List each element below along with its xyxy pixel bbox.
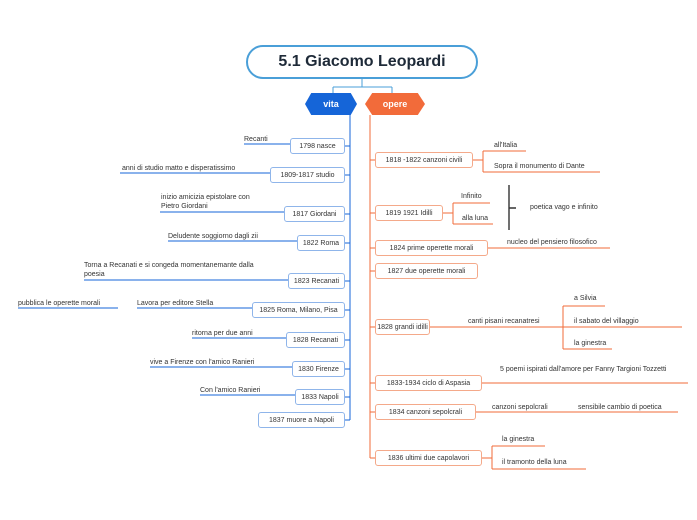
vita-note: vive a Firenze con l'amico Ranieri [150,359,255,366]
vita-note: anni di studio matto e disperatissimo [122,165,236,172]
vita-node[interactable]: 1817 Giordani [284,206,345,222]
vita-note: Con l'amico Ranieri [200,387,261,394]
vita-note: ritorna per due anni [192,330,253,337]
vita-note: Torna a Recanati e si congeda momentanem… [84,262,254,278]
opere-sub: alla luna [462,215,489,222]
vita-node[interactable]: 1825 Roma, Milano, Pisa [252,302,345,318]
branch-opere[interactable]: opere [365,93,425,115]
opere-sub: Sopra il monumento di Dante [494,163,585,170]
vita-node[interactable]: 1828 Recanati [286,332,345,348]
vita-note: Deludente soggiorno dagli zii [168,233,258,240]
vita-node[interactable]: 1809-1817 studio [270,167,345,183]
opere-node[interactable]: 1824 prime operette morali [375,240,488,256]
vita-node[interactable]: 1823 Recanati [288,273,345,289]
opere-sub: la ginestra [502,436,535,443]
vita-node[interactable]: 1837 muore a Napoli [258,412,345,428]
opere-node[interactable]: 1834 canzoni sepolcrali [375,404,476,420]
opere-mid: canzoni sepolcrali [492,404,548,411]
opere-node[interactable]: 1828 grandi idilli [375,319,430,335]
vita-note: Recanti [244,136,268,143]
vita-node[interactable]: 1833 Napoli [295,389,345,405]
vita-note: inizio amicizia epistolare con Pietro Gi… [161,194,250,210]
opere-node[interactable]: 1819 1921 Idilli [375,205,443,221]
vita-node[interactable]: 1822 Roma [297,235,345,251]
opere-sub: all'Italia [494,142,518,149]
opere-note: 5 poemi ispirati dall'amore per Fanny Ta… [500,366,667,373]
opere-sub: il tramonto della luna [502,459,567,466]
opere-node[interactable]: 1818 -1822 canzoni civili [375,152,473,168]
opere-mid: canti pisani recanatresi [468,318,540,325]
opere-sub: Infinito [461,193,482,200]
opere-sub: a Silvia [574,295,597,302]
vita-node[interactable]: 1798 nasce [290,138,345,154]
opere-note: nucleo del pensiero filosofico [507,239,597,246]
opere-node[interactable]: 1827 due operette morali [375,263,478,279]
branch-vita[interactable]: vita [305,93,357,115]
opere-node[interactable]: 1836 ultimi due capolavori [375,450,482,466]
vita-node[interactable]: 1830 Firenze [292,361,345,377]
vita-note: Lavora per editore Stella [137,300,214,307]
vita-note: pubblica le operette morali [18,300,101,307]
opere-note: sensibile cambio di poetica [578,404,662,411]
opere-group-note: poetica vago e infinito [530,204,598,211]
opere-sub: il sabato del villaggio [574,318,639,325]
central-topic[interactable]: 5.1 Giacomo Leopardi [246,45,478,79]
opere-node[interactable]: 1833-1934 ciclo di Aspasia [375,375,482,391]
opere-sub: la ginestra [574,340,607,347]
